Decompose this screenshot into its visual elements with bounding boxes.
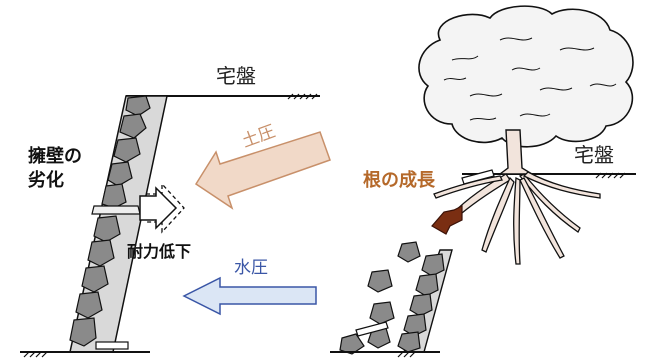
tree-canopy (418, 5, 634, 148)
water-pressure-label: 水圧 (234, 258, 268, 278)
water-pressure-arrow (182, 276, 317, 316)
root-growth-arrow (431, 205, 463, 235)
root-growth-label: 根の成長 (363, 170, 435, 191)
wall-deterioration-label-line2: 劣化 (28, 170, 64, 191)
ground-label-right: 宅盤 (574, 143, 614, 167)
ground-label-left: 宅盤 (216, 64, 256, 88)
right-tree-wall (330, 5, 636, 358)
left-retaining-wall (20, 93, 320, 358)
tree-roots (433, 171, 601, 265)
earth-pressure-arrow (194, 131, 331, 210)
wall-deterioration-label-line1: 擁壁の (28, 146, 82, 167)
resistance-decline-arrow (139, 182, 185, 234)
resistance-decline-label: 耐力低下 (127, 242, 192, 261)
